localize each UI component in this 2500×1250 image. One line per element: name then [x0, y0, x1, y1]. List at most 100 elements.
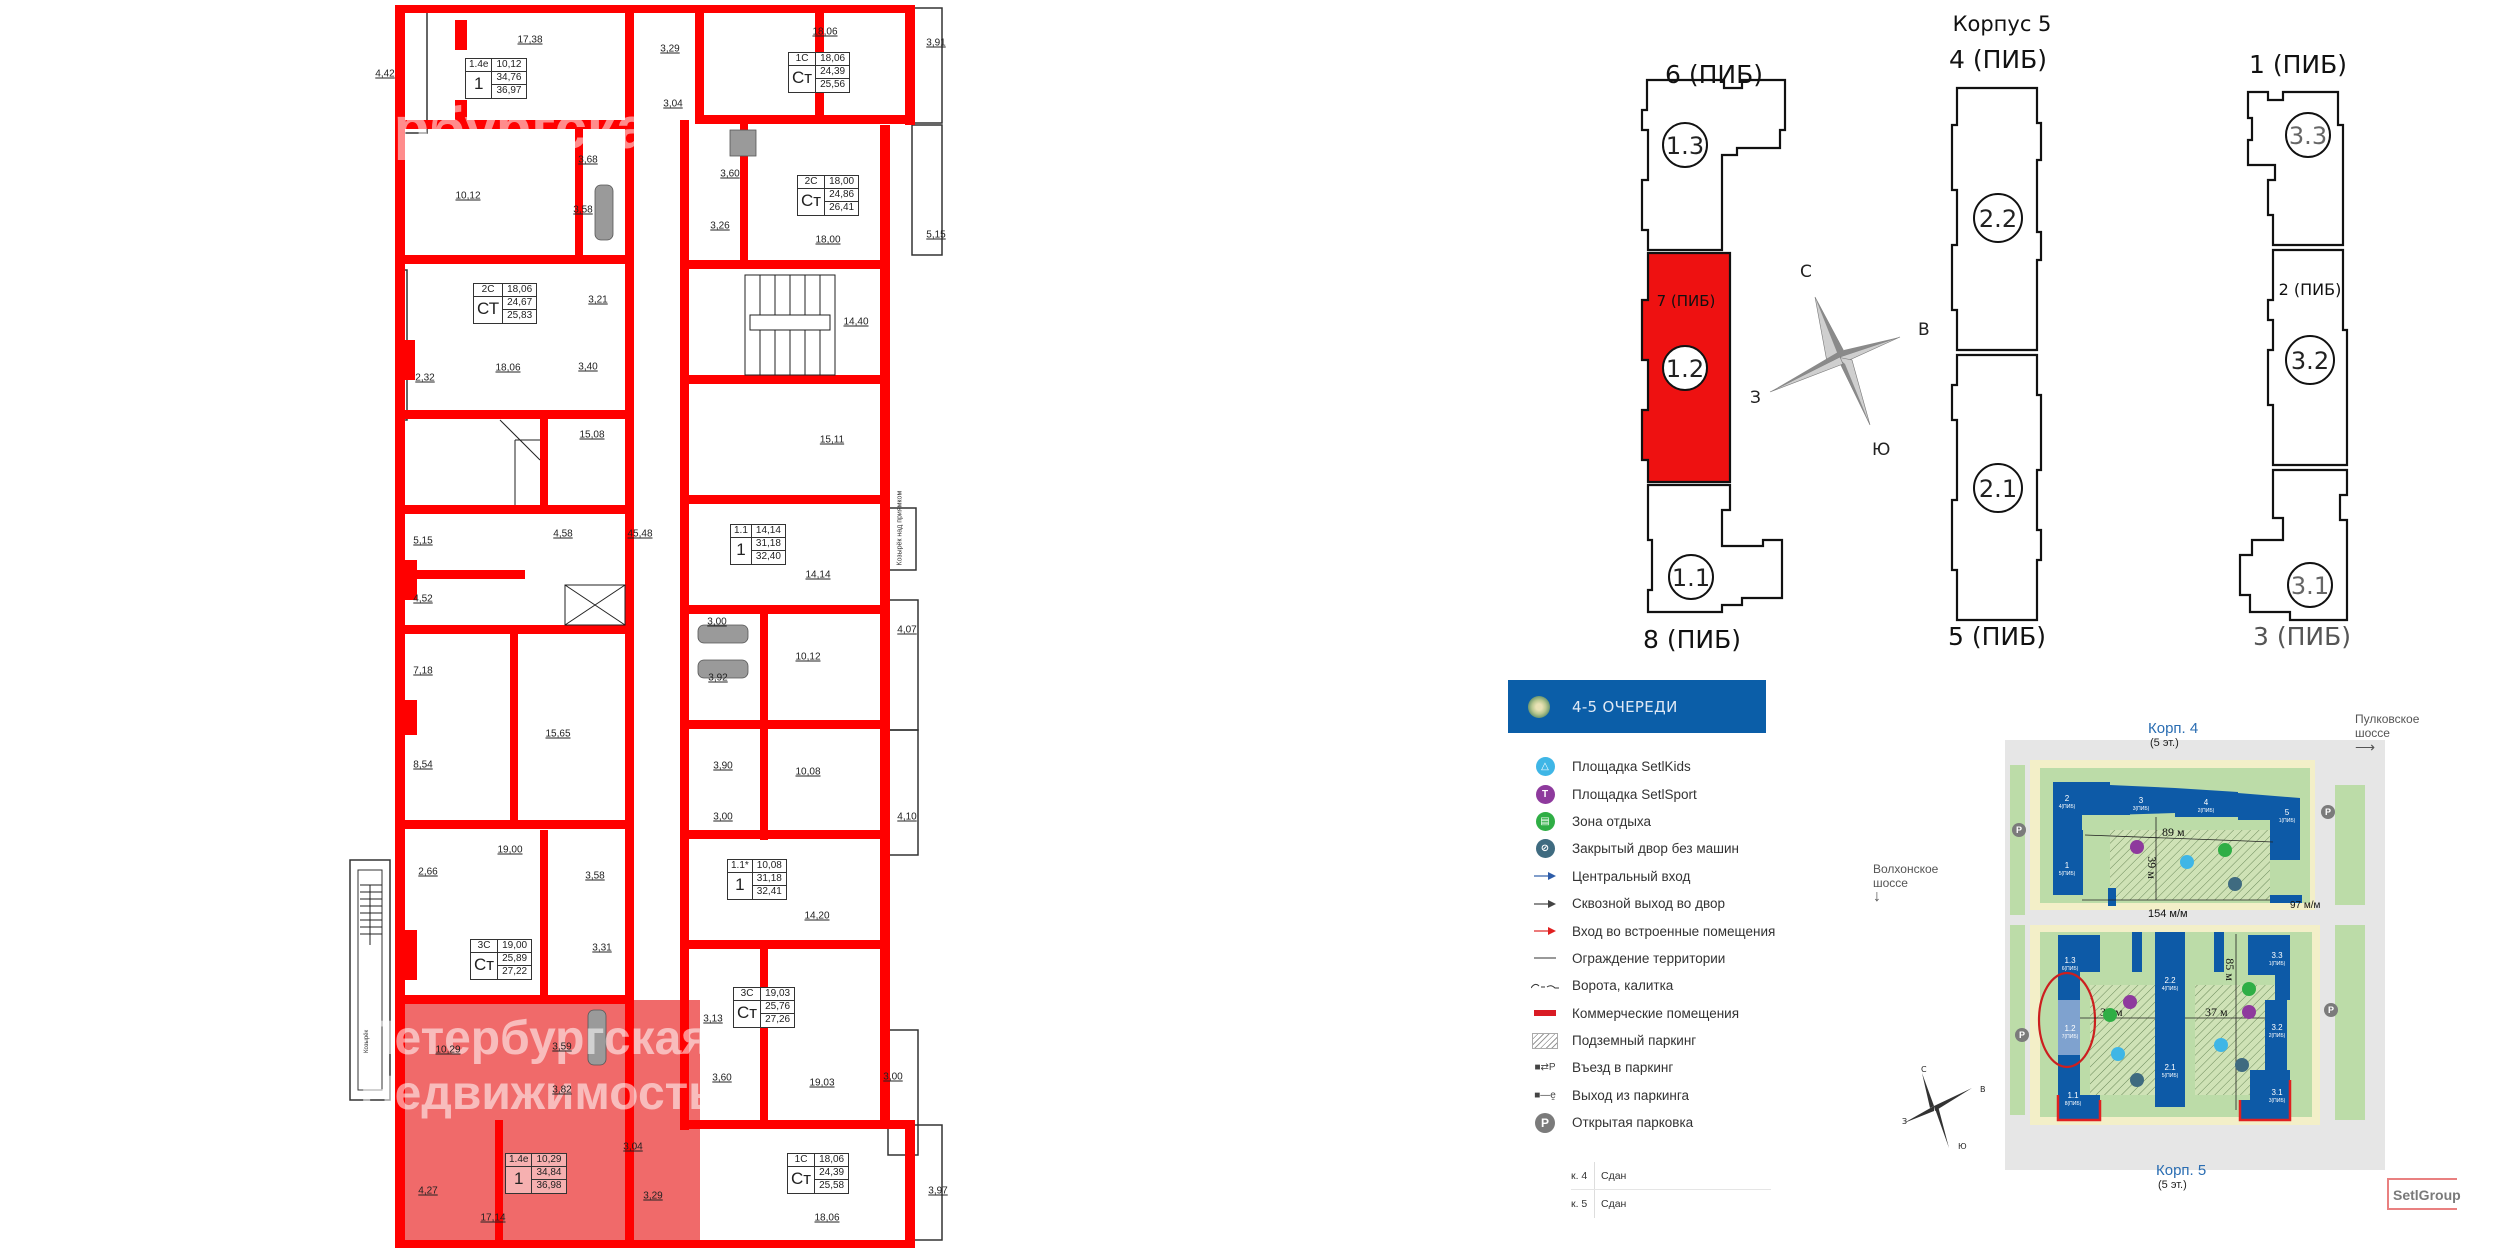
room-area: 2,32	[415, 372, 435, 384]
small-compass-icon	[1904, 1073, 1972, 1148]
section-label[interactable]: 3.3	[2288, 122, 2328, 150]
compass-north: С	[1800, 262, 1812, 282]
selected-apartment-fill	[400, 1000, 700, 1245]
keyplan-outlines	[1640, 78, 2349, 622]
rest-zone-icon	[2242, 982, 2256, 996]
room-area: 5,15	[926, 229, 946, 241]
room-area: 3,31	[592, 942, 612, 954]
room-area: 45,48	[627, 528, 653, 540]
room-area: 18,06	[814, 1212, 840, 1224]
entrance-label: 2 (ПИБ)	[2278, 280, 2342, 299]
parking-exit-icon: ■—ḙ	[1534, 1089, 1556, 1101]
compass-south: Ю	[1872, 440, 1891, 460]
gate-icon	[1531, 983, 1559, 989]
setlgroup-logo: SetlGroup	[2387, 1178, 2461, 1210]
dimension-label: 154 м/м	[2148, 908, 2188, 920]
corp4-floors: (5 эт.)	[2150, 737, 2179, 749]
room-area: 4,07	[897, 624, 917, 636]
corp5-title: Корп. 5	[2156, 1162, 2207, 1179]
compass-east: В	[1918, 320, 1930, 340]
open-parking-icon: P	[2015, 1028, 2029, 1042]
kids-playground-icon	[2214, 1038, 2228, 1052]
dimension-label: 89 м	[2162, 825, 2185, 839]
car-free-yard-icon: ⊘	[1535, 839, 1555, 859]
room-area: 19,03	[809, 1077, 835, 1089]
room-area: 4,10	[897, 811, 917, 823]
road-label-pulkovskoye: Пулковское шоссе ⟶	[2355, 712, 2420, 755]
legend-item: P Открытая парковка	[1530, 1109, 2008, 1136]
room-area: 18,06	[495, 362, 521, 374]
legend-item: △ Площадка SetlKids	[1530, 753, 2008, 780]
room-area: 5,15	[413, 535, 433, 547]
room-area: 3,91	[926, 37, 946, 49]
room-area: 3,00	[707, 616, 727, 628]
room-area: 17,14	[480, 1212, 506, 1224]
legend-item: ⊘ Закрытый двор без машин	[1530, 835, 2008, 862]
road-label-volkhonskoye: Волхонское шоссе ↓	[1873, 862, 1939, 905]
legend-item: Ворота, калитка	[1530, 972, 2008, 999]
section-label[interactable]: 1.3	[1665, 132, 1705, 160]
red-arrow-icon	[1534, 927, 1556, 936]
room-area: 3,29	[660, 43, 680, 55]
room-area: 3,04	[663, 98, 683, 110]
build-status-table: к. 4 Сдан к. 5 Сдан	[1571, 1162, 1771, 1218]
entrance-label: 6 (ПИБ)	[1664, 60, 1764, 89]
section-label[interactable]: 2.2	[1978, 205, 2018, 233]
room-area: 3,60	[712, 1072, 732, 1084]
room-area: 14,14	[805, 569, 831, 581]
legend-item: ■⇄P Въезд в паркинг	[1530, 1054, 2008, 1081]
room-area: 3,97	[928, 1185, 948, 1197]
open-parking-icon: P	[2012, 823, 2026, 837]
entrance-label: 7 (ПИБ)	[1656, 292, 1716, 310]
legend-item: Подземный паркинг	[1530, 1027, 2008, 1054]
room-area: 18,00	[815, 234, 841, 246]
room-area: 4,52	[413, 593, 433, 605]
section-label[interactable]: 3.2	[2290, 347, 2330, 375]
room-area: 3,26	[710, 220, 730, 232]
legend-item: Коммерческие помещения	[1530, 1000, 2008, 1027]
rest-zone-icon	[2218, 843, 2232, 857]
room-area: 3,21	[588, 294, 608, 306]
room-area: 10,12	[795, 651, 821, 663]
room-area: 7,18	[413, 665, 433, 677]
section-label-selected[interactable]: 1.2	[1665, 355, 1705, 383]
room-area: 17,38	[517, 34, 543, 46]
setl-city-logo-icon	[1528, 695, 1550, 718]
room-area: 3,92	[708, 672, 728, 684]
open-parking-icon: P	[2321, 805, 2335, 819]
selected-section-ring	[2037, 971, 2097, 1069]
section-label[interactable]: 2.1	[1978, 475, 2018, 503]
section-label[interactable]: 3.1	[2290, 572, 2330, 600]
corp4-title: Корп. 4	[2148, 720, 2199, 737]
car-free-yard-icon	[2130, 1073, 2144, 1087]
commercial-bar-icon	[1534, 1010, 1556, 1017]
section-label[interactable]: 1.1	[1671, 564, 1711, 592]
rest-zone-icon	[2103, 1008, 2117, 1022]
room-area: 15,11	[819, 434, 845, 446]
status-row: к. 5 Сдан	[1571, 1190, 1771, 1218]
room-area: 3,13	[703, 1013, 723, 1025]
